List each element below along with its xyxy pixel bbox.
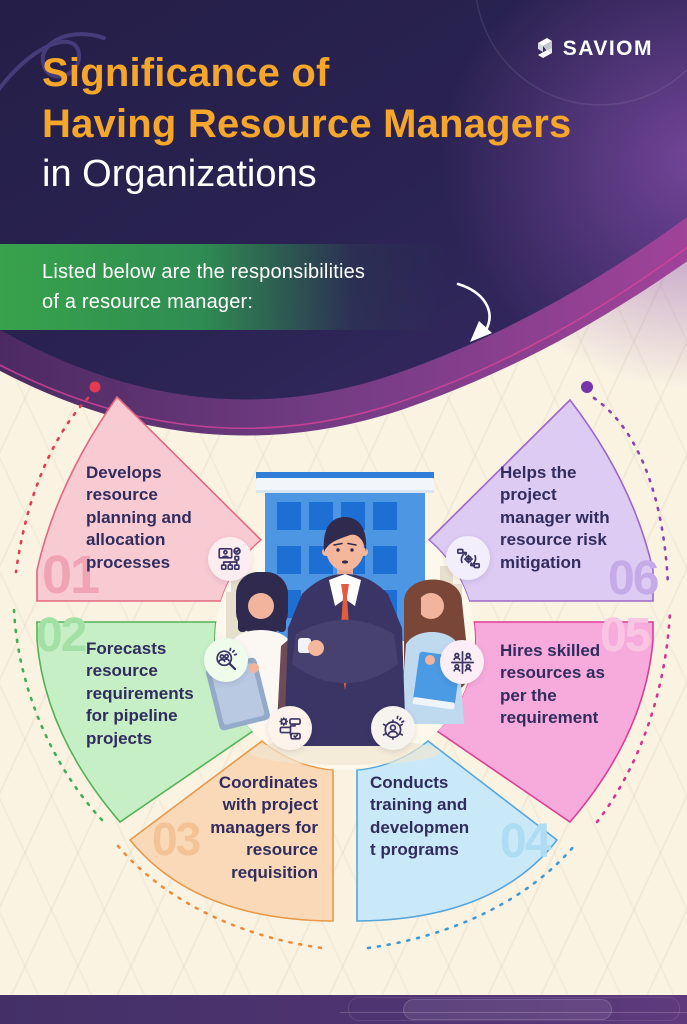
red-dot — [89, 381, 101, 393]
title-line-2: Having Resource Managers — [42, 101, 572, 146]
title-line-3: in Organizations — [42, 152, 317, 195]
segment-02-label: Forecasts resource requirements for pipe… — [86, 639, 194, 748]
banner-text: Listed below are the responsibilities of… — [42, 261, 366, 313]
segment-05-label: Hires skilled resources as per the requi… — [500, 641, 605, 728]
footer-bar — [0, 995, 687, 1024]
segment-04-label: Conducts training and developmen t progr… — [370, 773, 470, 860]
segment-06-number: 06 — [608, 552, 659, 605]
saviom-s-icon — [537, 38, 552, 58]
footer-pill-decoration — [348, 997, 680, 1021]
saviom-logo: SAVIOM — [534, 36, 653, 62]
page-title: Significance of Having Resource Managers… — [42, 48, 571, 199]
hiring-icon — [440, 640, 484, 684]
forecast-icon — [204, 638, 248, 682]
title-line-1: Significance of — [42, 51, 330, 95]
saviom-logo-text: SAVIOM — [562, 37, 653, 60]
segment-03-label: Coordinates with project managers for re… — [210, 773, 318, 882]
swirl-doodle — [0, 32, 106, 92]
circle-outline-decoration — [475, 0, 687, 106]
risk-mitigation-icon — [446, 536, 490, 580]
purple-curve-band — [0, 217, 687, 436]
segment-01-number: 01 — [42, 545, 100, 605]
purple-dot — [581, 381, 593, 393]
training-icon — [371, 706, 415, 750]
coordination-icon — [268, 706, 312, 750]
segment-05-number: 05 — [600, 609, 651, 662]
segment-06-label: Helps the project manager with resource … — [500, 463, 610, 572]
resource-planning-icon — [208, 537, 252, 581]
resource-manager-figure — [284, 517, 406, 746]
segment-04-number: 04 — [500, 815, 551, 868]
segment-03-number: 03 — [152, 813, 201, 865]
segment-shapes — [36, 395, 654, 922]
dashed-arcs — [12, 396, 672, 950]
footer-line-decoration — [340, 1012, 687, 1013]
segment-02-number: 02 — [36, 609, 87, 662]
segment-01-label: Develops resource planning and allocatio… — [86, 463, 192, 572]
footer-pill-decoration — [403, 999, 612, 1020]
responsibilities-banner: Listed below are the responsibilities of… — [0, 244, 506, 330]
